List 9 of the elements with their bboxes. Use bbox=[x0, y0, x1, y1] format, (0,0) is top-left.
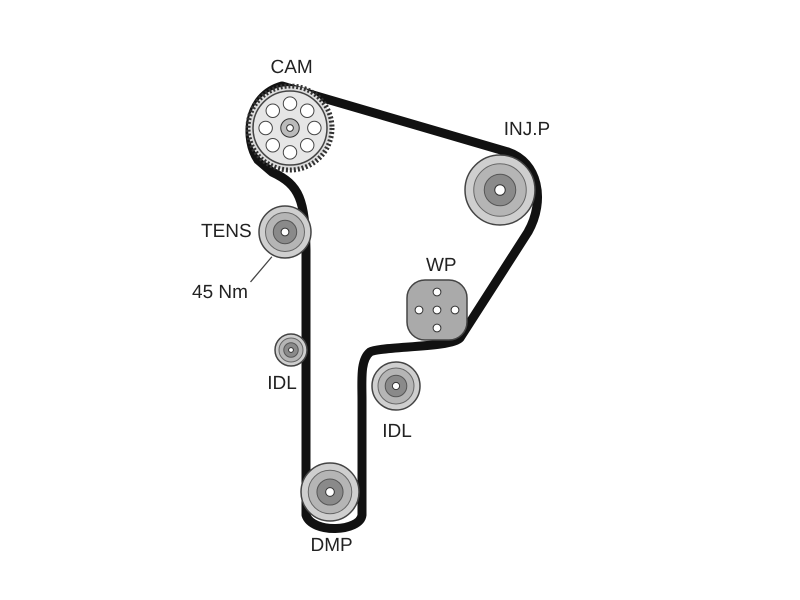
pulley-label: IDL bbox=[381, 421, 413, 443]
torque-value: 45 Nm bbox=[191, 282, 249, 304]
pulley-label: TENS bbox=[201, 221, 251, 243]
pulley-label: INJ.P bbox=[502, 119, 552, 141]
pulley-label: WP bbox=[426, 255, 454, 277]
leader-line bbox=[250, 256, 272, 282]
pulley-label: CAM bbox=[270, 57, 310, 79]
pulley-label: DMP bbox=[310, 535, 350, 557]
pulley-label: IDL bbox=[266, 373, 298, 395]
